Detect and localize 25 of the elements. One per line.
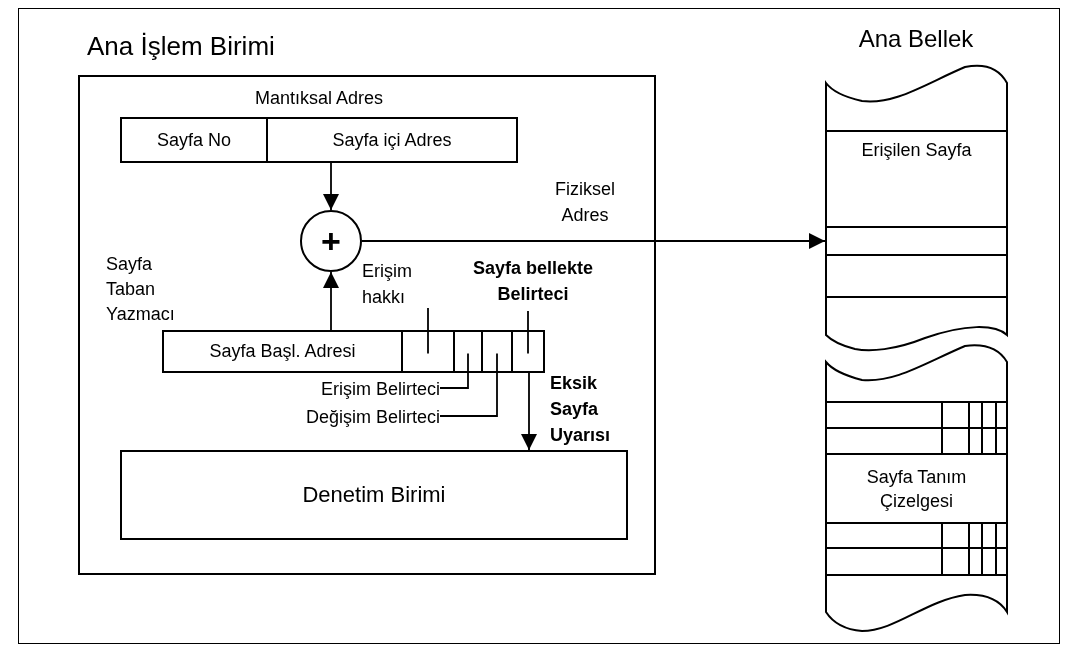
arrow	[361, 233, 826, 249]
leader-label: Erişim hakkı	[362, 258, 432, 308]
arrow	[323, 162, 339, 211]
leader-line	[439, 352, 498, 417]
register-field	[401, 330, 455, 373]
leader-line	[527, 310, 529, 355]
unit-heading: Ana İşlem Birimi	[87, 30, 276, 63]
arrow	[521, 372, 537, 451]
flag-field	[481, 330, 513, 373]
register-field: Sayfa içi Adres	[266, 117, 518, 163]
arrow	[323, 271, 339, 331]
control-unit-box: Denetim Birimi	[120, 450, 628, 540]
leader-label: Değişim Belirteci	[230, 404, 440, 428]
unit-heading: Ana Bellek	[857, 24, 975, 54]
flag-field	[511, 330, 545, 373]
leader-line	[427, 307, 429, 355]
adder-circle: +	[300, 210, 362, 272]
register-field: Sayfa No	[120, 117, 268, 163]
unit-heading: Mantıksal Adres	[253, 87, 385, 110]
leader-label: Sayfa bellekte Belirteci	[438, 255, 628, 311]
leader-label: Erişim Belirteci	[240, 376, 440, 400]
table-label: Sayfa Tanım Çizelgesi	[865, 465, 968, 513]
unit-heading: Sayfa Taban Yazmacı	[106, 253, 176, 327]
register-field: Sayfa Başl. Adresi	[162, 330, 403, 373]
flag-field	[453, 330, 483, 373]
